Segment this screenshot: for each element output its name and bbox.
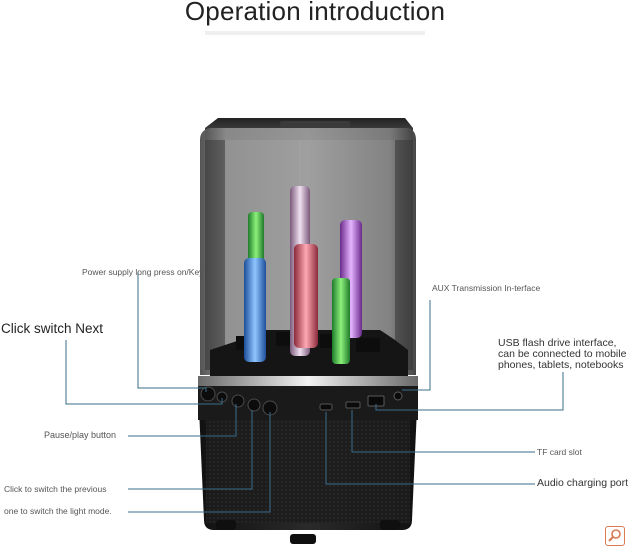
label-tf-card: TF card slot <box>537 447 582 457</box>
faded-subtitle-decoration <box>195 28 435 38</box>
label-light-mode: one to switch the light mode. <box>4 506 112 516</box>
label-click-next: Click switch Next <box>1 321 104 336</box>
callout-lines <box>65 272 564 513</box>
label-aux-interface: AUX Transmission In-terface <box>432 283 541 293</box>
magnifier-badge-icon <box>605 526 625 546</box>
page-title: Operation introduction <box>184 0 446 26</box>
label-usb-interface: USB flash drive interface, can be connec… <box>498 337 627 371</box>
label-pause-play: Pause/play button <box>44 430 117 440</box>
label-previous: Click to switch the previous <box>4 484 107 494</box>
label-power-key: Power supply long press on/Key <box>82 267 204 277</box>
label-audio-charging: Audio charging port <box>537 477 629 489</box>
